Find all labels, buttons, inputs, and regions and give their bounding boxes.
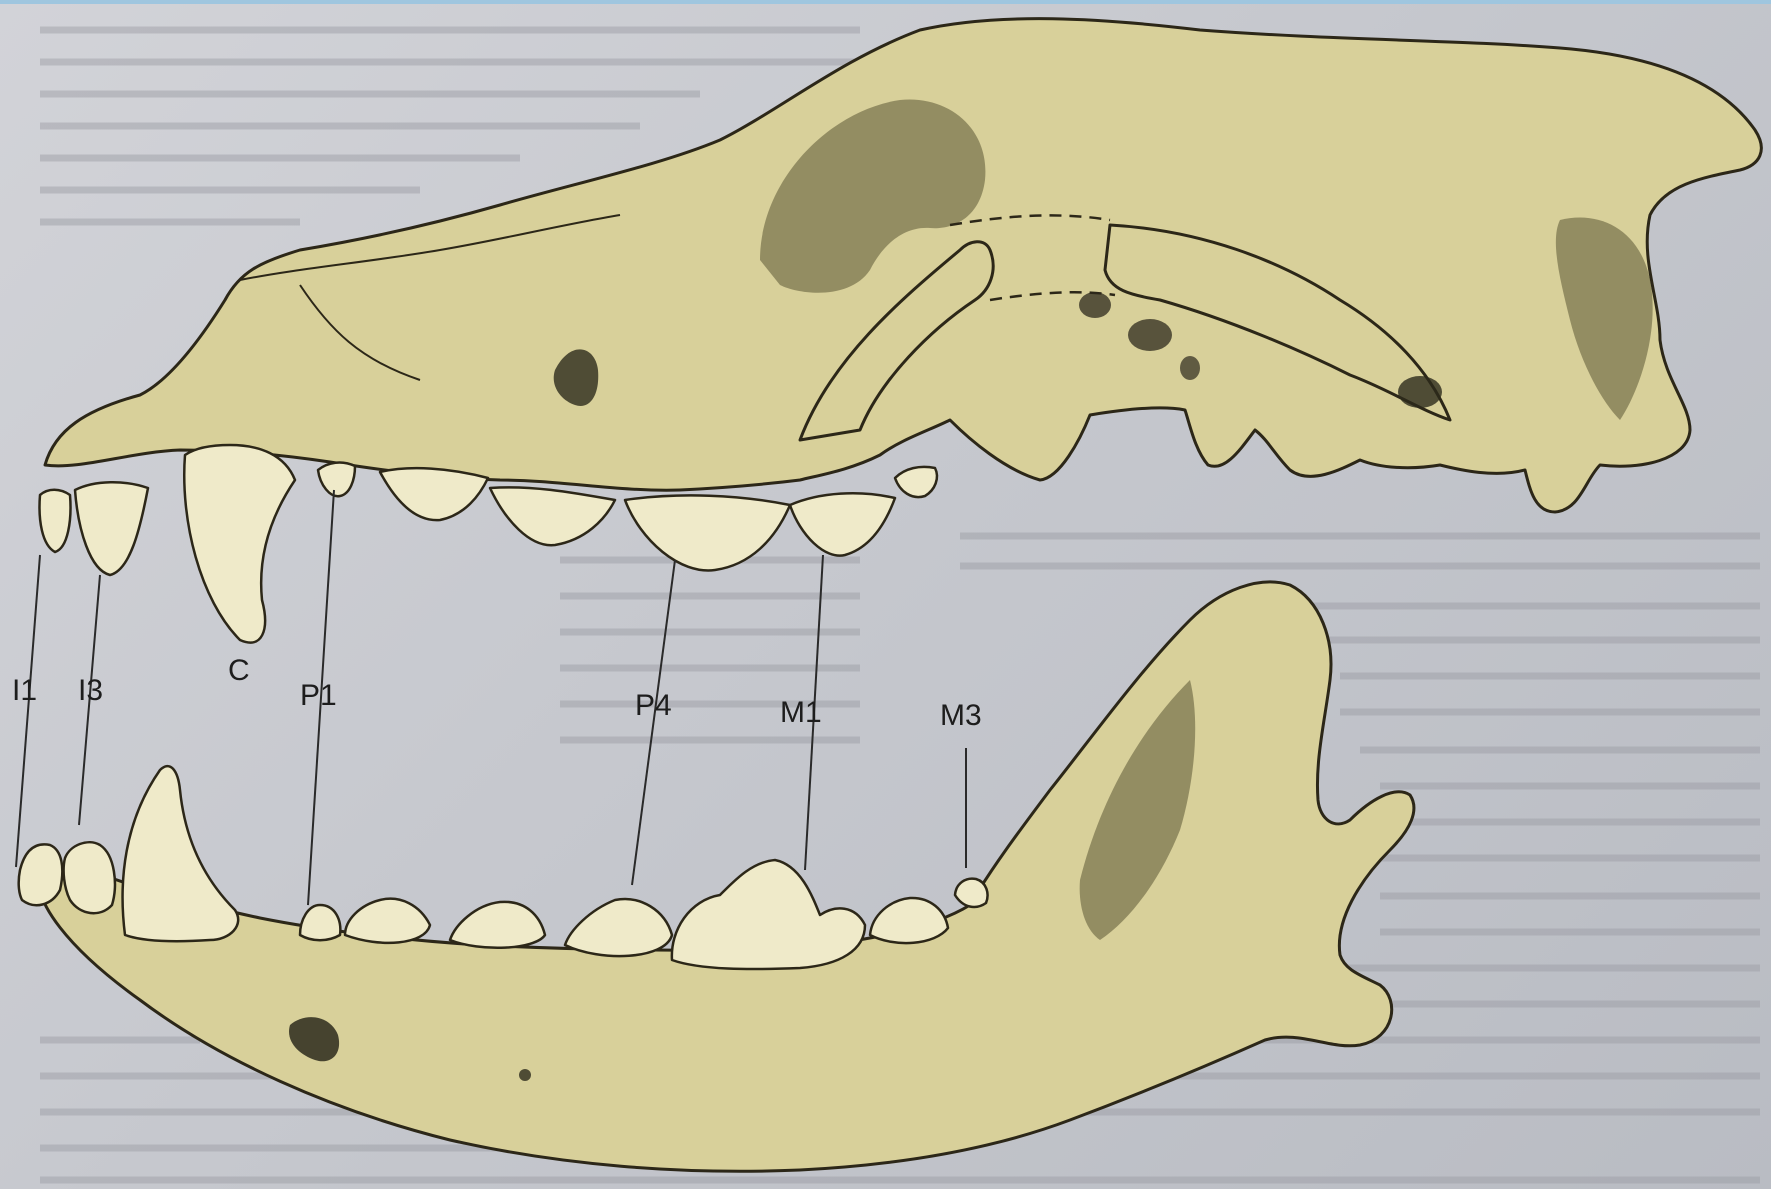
lower-molar-2 (870, 898, 948, 943)
upper-incisor-1 (40, 490, 71, 552)
upper-molar-2 (895, 467, 937, 497)
upper-premolar-3 (490, 487, 615, 545)
upper-incisor-3 (75, 482, 148, 575)
lower-premolar-1 (300, 905, 340, 940)
lower-canine (123, 766, 239, 941)
auditory-meatus (1398, 376, 1442, 408)
upper-premolar-1 (318, 463, 355, 497)
label-p4: P4 (635, 689, 672, 722)
label-i1: I1 (12, 674, 37, 707)
small-mental-foramen (519, 1069, 531, 1081)
lower-molar-1-carnassial (672, 860, 865, 969)
lower-premolar-4 (565, 899, 672, 956)
orbital-fissure (1128, 319, 1172, 351)
label-m3: M3 (940, 699, 982, 732)
label-p1: P1 (300, 679, 337, 712)
leader-line-i1 (16, 555, 40, 867)
upper-molar-1 (790, 493, 895, 555)
label-i3: I3 (78, 674, 103, 707)
label-m1: M1 (780, 696, 822, 729)
lower-incisor-1 (19, 844, 63, 905)
lower-premolar-3 (450, 902, 545, 948)
lower-premolar-2 (345, 899, 430, 943)
lower-incisor-3 (64, 842, 115, 913)
upper-premolar-2 (380, 468, 488, 520)
optic-foramen (1079, 292, 1111, 318)
label-canine: C (228, 654, 250, 687)
lower-molar-3 (955, 879, 988, 907)
foramen-rotundum (1180, 356, 1200, 380)
leader-line-p4 (632, 560, 675, 885)
lower-teeth (19, 766, 988, 969)
upper-canine (184, 445, 295, 643)
